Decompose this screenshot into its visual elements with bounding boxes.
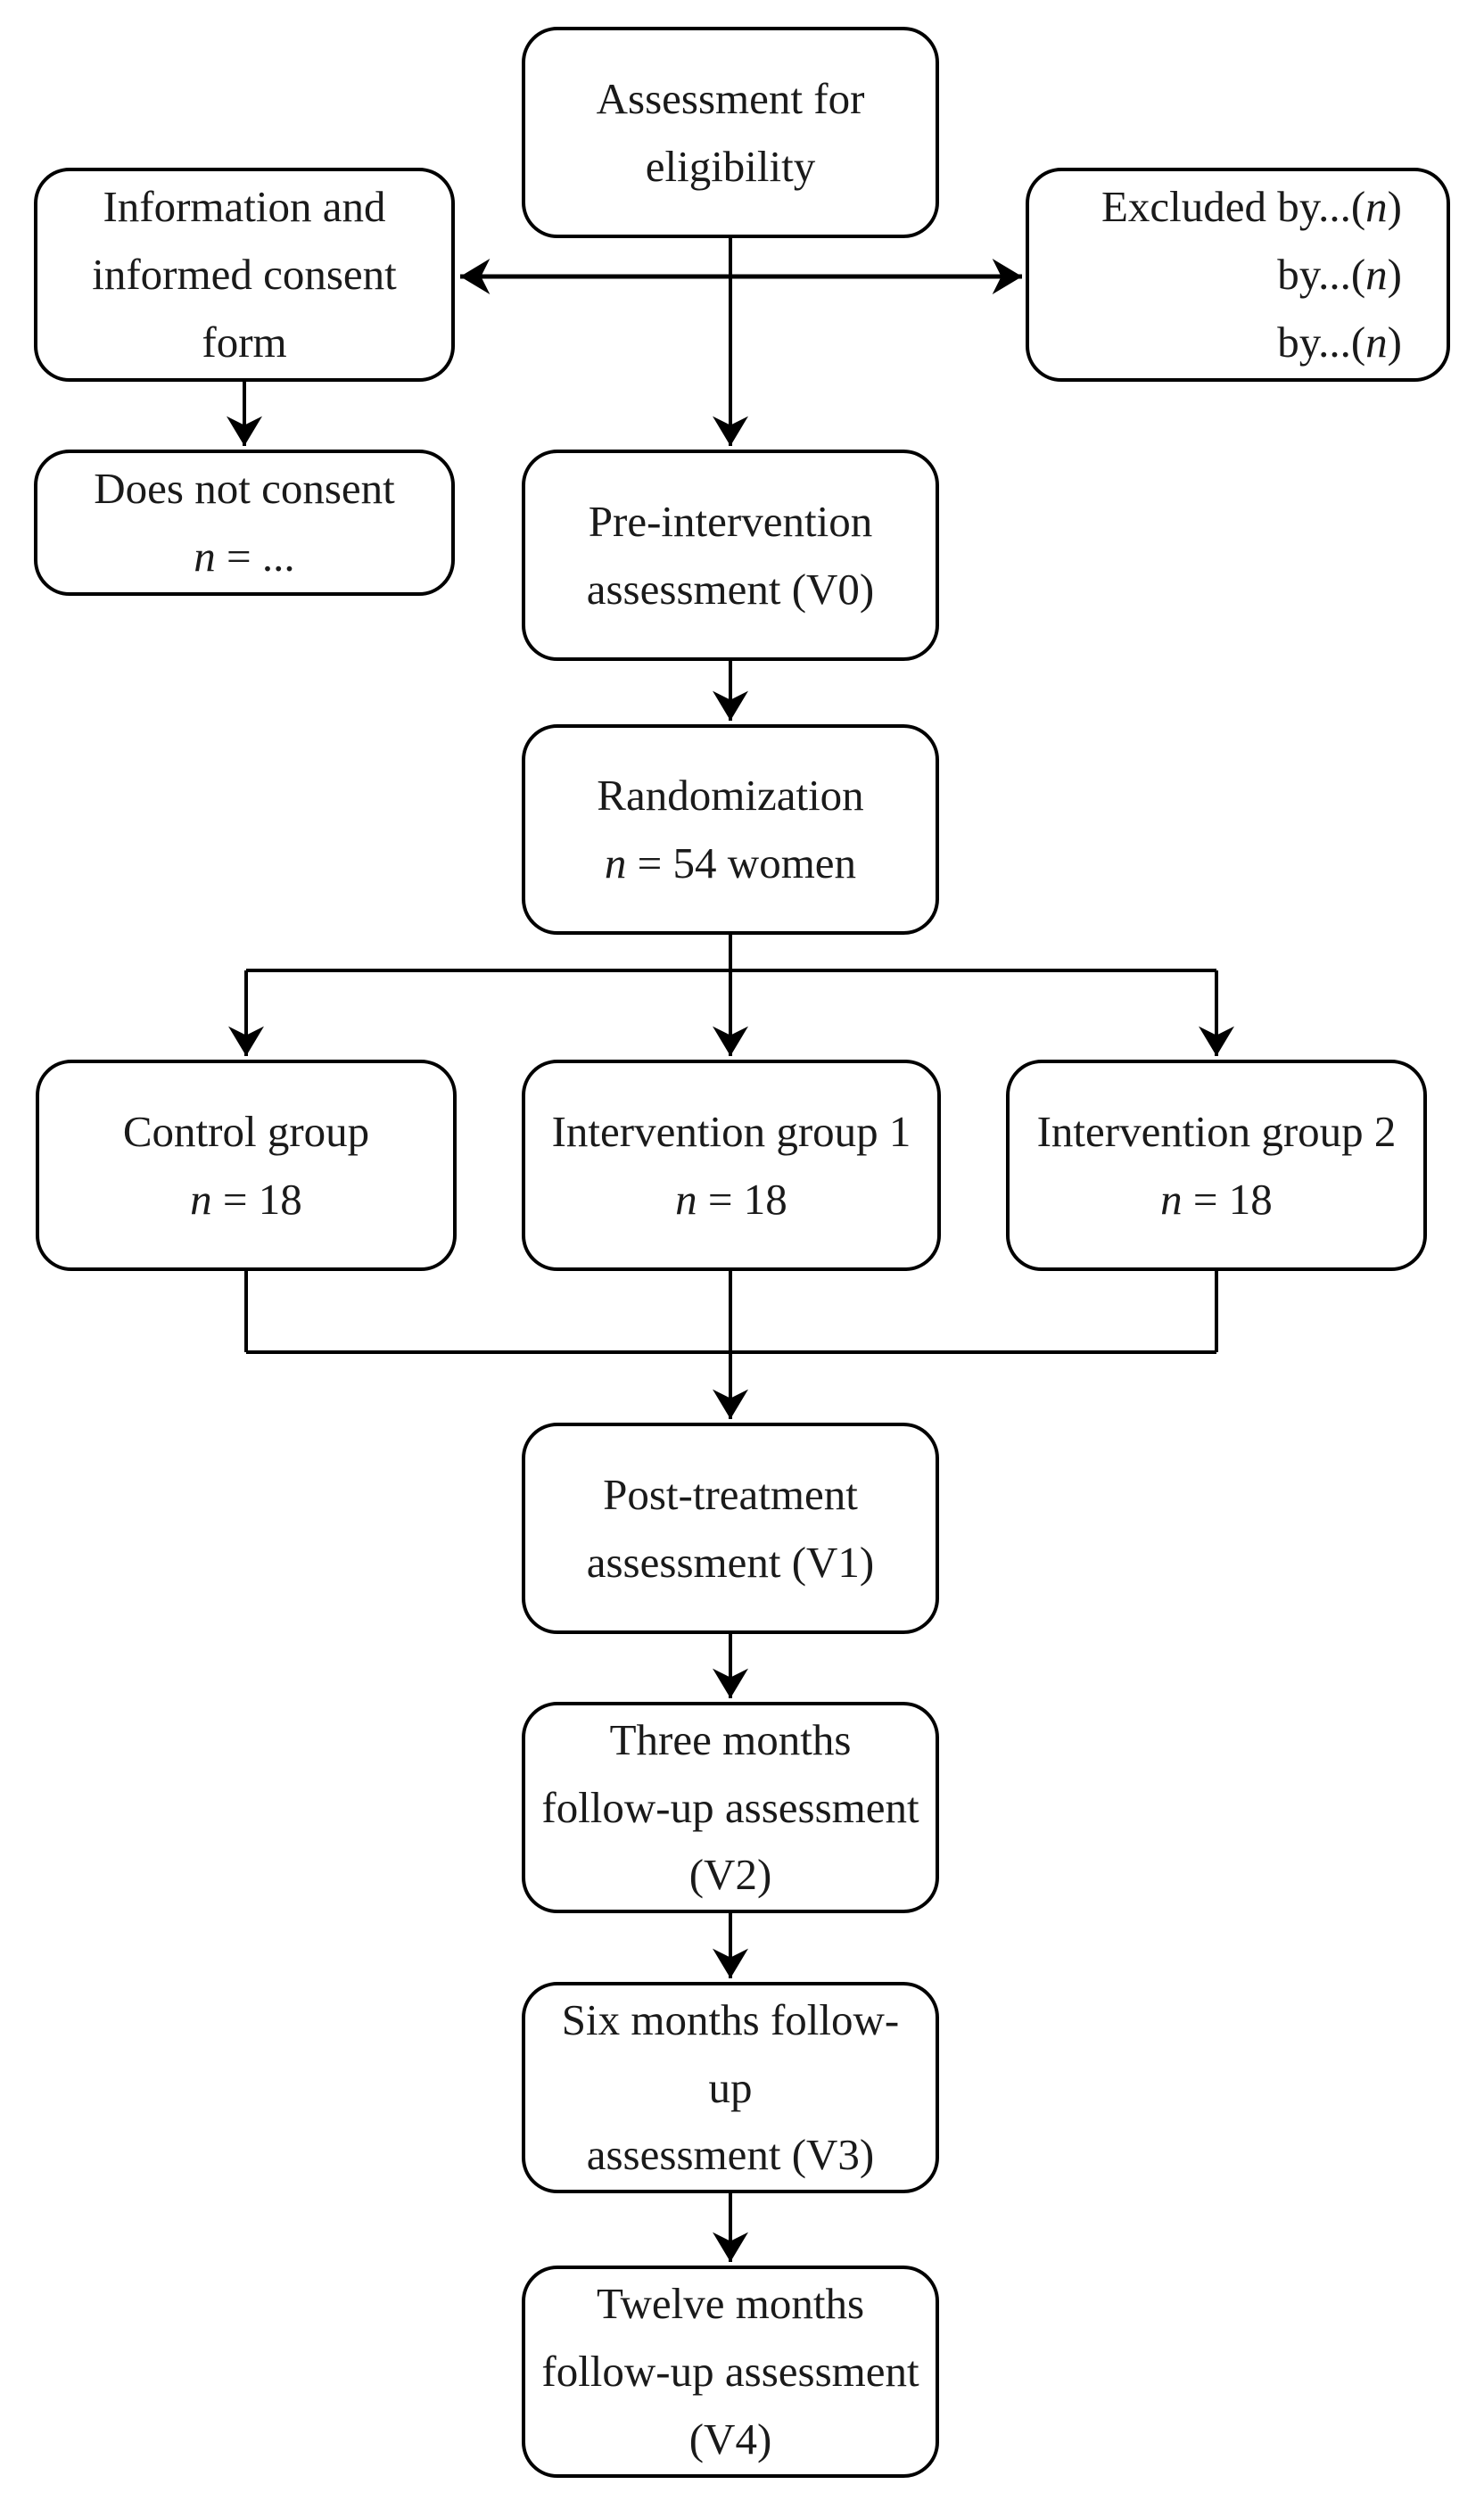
- box-text-line: assessment (V1): [586, 1537, 875, 1587]
- box-post-treatment-assessment-v1: Post-treatment assessment (V1): [522, 1423, 939, 1634]
- box-text-line: Does not consent: [94, 464, 395, 514]
- box-text-line: assessment (V0): [586, 564, 875, 614]
- box-text-line: Intervention group 1: [551, 1106, 911, 1156]
- box-text-line: n = 18: [190, 1174, 302, 1224]
- box-intervention-group-1: Intervention group 1 n = 18: [522, 1060, 941, 1271]
- box-intervention-group-2: Intervention group 2 n = 18: [1006, 1060, 1427, 1271]
- box-randomization: Randomization n = 54 women: [522, 724, 939, 935]
- box-excluded-by: Excluded by...(n) by...(n) by...(n): [1026, 168, 1450, 382]
- box-text-line: by...(n): [1277, 317, 1402, 367]
- box-text-line: Post-treatment: [603, 1469, 858, 1519]
- box-text-line: assessment (V3): [586, 2130, 875, 2180]
- box-text-line: follow-up assessment: [541, 1782, 919, 1832]
- box-six-months-follow-up-assessment-v3: Six months follow-up assessment (V3): [522, 1982, 939, 2193]
- box-text-line: n = 18: [675, 1174, 787, 1224]
- box-assessment-for-eligibility: Assessment for eligibility: [522, 27, 939, 238]
- box-text-line: Intervention group 2: [1036, 1106, 1397, 1156]
- box-text-line: informed consent: [92, 250, 397, 300]
- box-text-line: Information and: [103, 182, 386, 232]
- box-text-line: (V2): [688, 1850, 772, 1900]
- box-text-line: Six months follow-up: [561, 1994, 900, 2112]
- box-text-line: Three months: [609, 1714, 852, 1764]
- box-text-line: form: [202, 317, 287, 367]
- box-twelve-months-follow-up-assessment-v4: Twelve months follow-up assessment (V4): [522, 2266, 939, 2478]
- box-text-line: follow-up assessment: [541, 2347, 919, 2397]
- box-pre-intervention-assessment-v0: Pre-intervention assessment (V0): [522, 450, 939, 661]
- box-text-line: eligibility: [645, 141, 816, 191]
- box-text-line: (V4): [688, 2414, 772, 2464]
- box-text-line: Randomization: [597, 771, 864, 821]
- box-text-line: n = 18: [1160, 1174, 1273, 1224]
- box-three-months-follow-up-assessment-v2: Three months follow-up assessment (V2): [522, 1702, 939, 1913]
- box-text-line: Assessment for: [596, 73, 865, 123]
- box-text-line: Control group: [122, 1106, 370, 1156]
- box-text-line: by...(n): [1277, 250, 1402, 300]
- box-information-informed-consent-form: Information and informed consent form: [34, 168, 455, 382]
- box-text-line: Excluded by...(n): [1101, 182, 1402, 232]
- box-control-group: Control group n = 18: [36, 1060, 457, 1271]
- box-text-line: Pre-intervention: [588, 496, 873, 546]
- box-text-line: Twelve months: [596, 2279, 865, 2329]
- box-text-line: n = ...: [194, 532, 295, 581]
- box-text-line: n = 54 women: [604, 838, 857, 887]
- box-does-not-consent: Does not consent n = ...: [34, 450, 455, 596]
